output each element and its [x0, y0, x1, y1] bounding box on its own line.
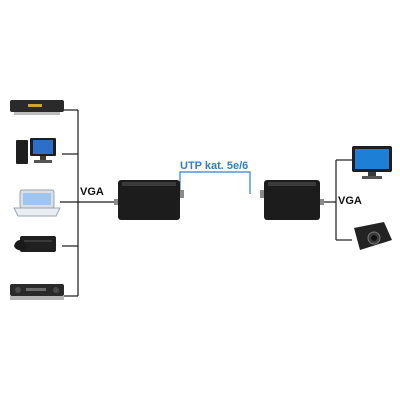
- vga-right-label: VGA: [338, 195, 362, 207]
- laptop-icon: [13, 189, 61, 217]
- desktop-computer-icon: [16, 138, 56, 164]
- av-receiver-icon: [10, 284, 64, 300]
- utp-cable-label: UTP kat. 5e/6: [180, 160, 249, 172]
- utp-cable: [179, 171, 251, 194]
- receiver-box: [260, 180, 324, 220]
- monitor-icon: [352, 146, 392, 179]
- dvd-player-icon: [10, 100, 64, 115]
- game-console-icon: [14, 236, 56, 252]
- transmitter-box: [114, 180, 184, 220]
- vga-left-label: VGA: [80, 186, 104, 198]
- projector-icon: [354, 222, 392, 250]
- source-bus: [60, 109, 118, 297]
